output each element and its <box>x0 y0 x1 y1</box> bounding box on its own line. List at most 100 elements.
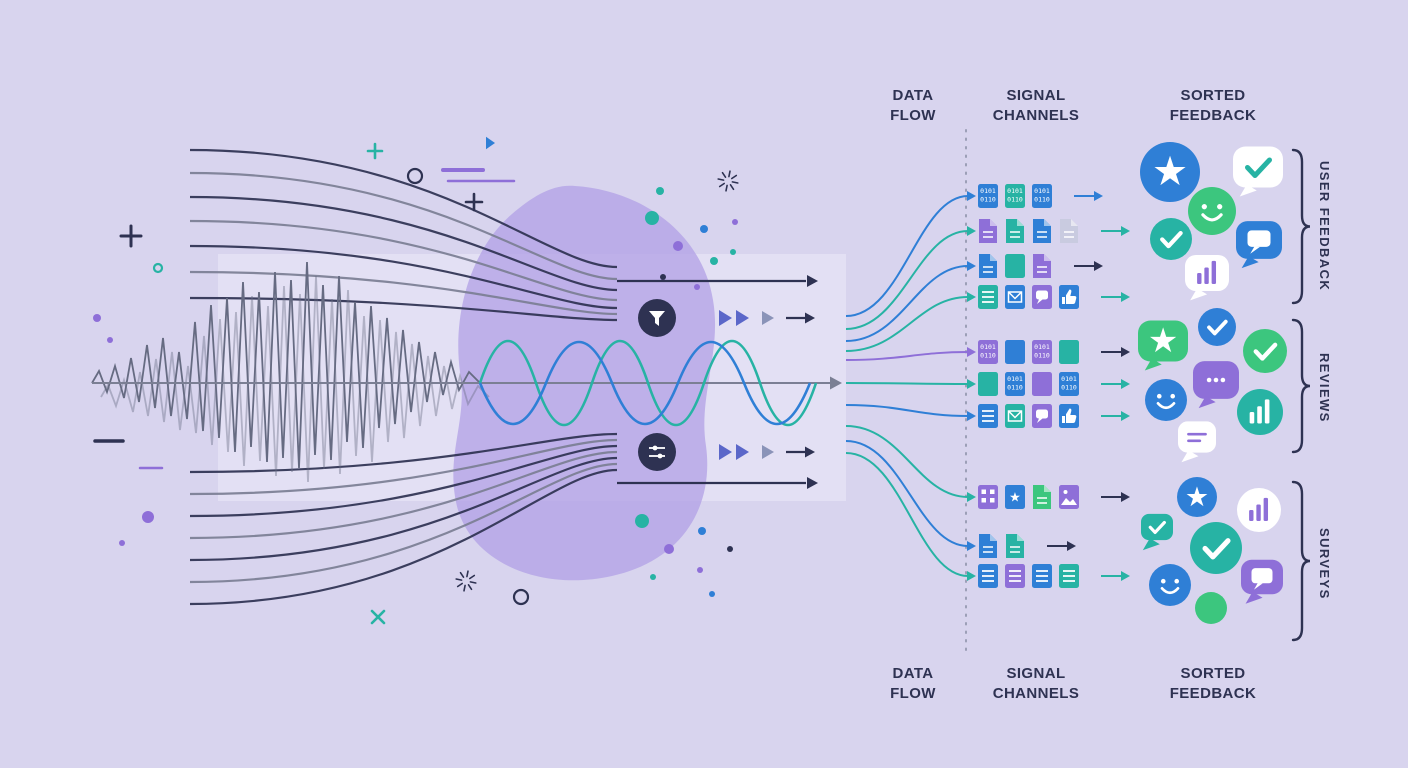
bottom-line-bundle <box>189 432 618 606</box>
decor-dot <box>727 546 733 552</box>
sorted-feedback-clusters: ★ ★ ★ <box>1138 142 1287 624</box>
svg-text:0110: 0110 <box>1034 196 1050 204</box>
decor-dot <box>142 511 154 523</box>
center-axis-arrowhead <box>830 376 842 390</box>
signal-tile-thumb-icon <box>1059 285 1079 309</box>
signal-tile-chat-icon <box>1032 285 1052 309</box>
decor-dot <box>119 540 125 546</box>
channel-connector-line <box>845 296 969 352</box>
burst-icon <box>717 170 739 192</box>
feedback-bubble-chat-dots-icon <box>1193 361 1239 409</box>
feedback-cluster: ★ <box>1141 477 1283 624</box>
signal-tile-doc-icon <box>1006 219 1024 243</box>
svg-text:★: ★ <box>1148 322 1178 360</box>
decor-dot <box>645 211 659 225</box>
feedback-bubble-check-icon <box>1141 513 1173 551</box>
burst-icon <box>455 570 477 592</box>
group-bracket <box>1291 318 1311 454</box>
svg-text:★: ★ <box>1009 490 1021 505</box>
triangle-icon <box>486 136 495 150</box>
play-markers-bottom <box>719 444 815 460</box>
signal-tile-square-icon <box>1005 340 1025 364</box>
decor-dot <box>656 187 664 195</box>
svg-text:0101: 0101 <box>1061 375 1077 383</box>
svg-text:★: ★ <box>1152 148 1188 194</box>
group-label-surveys: SURVEYS <box>1317 528 1332 600</box>
signal-tile-square-icon <box>1032 372 1052 396</box>
signal-tile-doc-icon <box>1033 219 1051 243</box>
signal-tile-thumb-icon <box>1059 404 1079 428</box>
group-brackets <box>1291 148 1311 642</box>
signal-row <box>845 440 1076 558</box>
signal-tile-doc-icon <box>979 254 997 278</box>
decor-dot <box>93 314 101 322</box>
feedback-bubble-star-icon: ★ <box>1138 320 1188 371</box>
signal-tile-doclines-icon <box>978 564 998 588</box>
signal-row <box>845 219 1130 330</box>
channel-connector-line <box>845 425 969 498</box>
feedback-bubble-check-icon <box>1150 218 1192 260</box>
feedback-bubble-check-icon <box>1233 146 1283 197</box>
group-bracket <box>1291 148 1311 305</box>
decor-dot <box>732 219 738 225</box>
feedback-bubble-bars-icon <box>1185 254 1229 301</box>
signal-row <box>845 254 1103 342</box>
column-label-data-flow-bottom: DATA FLOW <box>890 665 936 702</box>
decor-dot <box>660 274 666 280</box>
signal-tile-square-icon <box>978 372 998 396</box>
decor-dot <box>107 337 113 343</box>
channel-connector-line <box>845 452 969 577</box>
channel-connector-line <box>845 382 969 385</box>
group-label-reviews: REVIEWS <box>1317 353 1332 423</box>
ring-icon <box>152 262 164 274</box>
decor-dot <box>730 249 736 255</box>
plus-mark-icon <box>119 224 143 248</box>
signal-waves <box>92 339 842 427</box>
signal-tile-doc-icon <box>979 219 997 243</box>
feedback-bubble-star-icon: ★ <box>1140 142 1200 202</box>
decor-dot <box>697 567 703 573</box>
funnel-icon <box>649 311 665 326</box>
column-label-signal-channels-bottom: SIGNAL CHANNELS <box>992 665 1080 702</box>
svg-text:0110: 0110 <box>1007 384 1023 392</box>
column-label-sorted-feedback-bottom: SORTED FEEDBACK <box>1169 665 1257 702</box>
signal-tile-image-icon <box>1059 485 1079 509</box>
svg-text:0110: 0110 <box>980 352 996 360</box>
svg-text:0101: 0101 <box>1034 343 1050 351</box>
signal-tile-doclines-icon <box>1005 564 1025 588</box>
feedback-bubble-chat-icon <box>1236 221 1282 269</box>
signal-channel-rows: 0101011001010110010101100101011001010110… <box>845 184 1130 588</box>
x-mark-icon <box>370 609 386 625</box>
decor-dot <box>650 574 656 580</box>
feedback-bubble-check-icon <box>1243 329 1287 373</box>
decor-layer <box>93 136 739 625</box>
signal-tile-doc-icon <box>1006 534 1024 558</box>
column-label-data-flow-top: DATA FLOW <box>890 87 936 124</box>
signal-row <box>845 452 1130 588</box>
signal-tile-mail-icon <box>1005 404 1025 428</box>
signal-tile-mail-icon <box>1005 285 1025 309</box>
svg-text:0101: 0101 <box>1034 187 1050 195</box>
svg-text:0101: 0101 <box>1007 375 1023 383</box>
feedback-bubble-star-icon: ★ <box>1177 477 1217 517</box>
plus-mark-icon <box>366 142 384 160</box>
flow-arrows <box>617 275 818 489</box>
filter-node-sliders <box>638 433 676 471</box>
channel-connector-line <box>845 404 969 417</box>
signal-tile-grid-icon <box>978 485 998 509</box>
sine-wave-teal <box>478 339 818 427</box>
feedback-bubble-smiley-icon <box>1145 379 1187 421</box>
decor-dot <box>700 225 708 233</box>
feedback-bubble-bars-icon <box>1237 389 1283 435</box>
ring-icon <box>406 167 424 185</box>
signal-tile-chat-icon <box>1032 404 1052 428</box>
noisy-waveform <box>91 261 490 483</box>
filter-node-funnel <box>638 299 676 337</box>
svg-text:0101: 0101 <box>980 187 996 195</box>
